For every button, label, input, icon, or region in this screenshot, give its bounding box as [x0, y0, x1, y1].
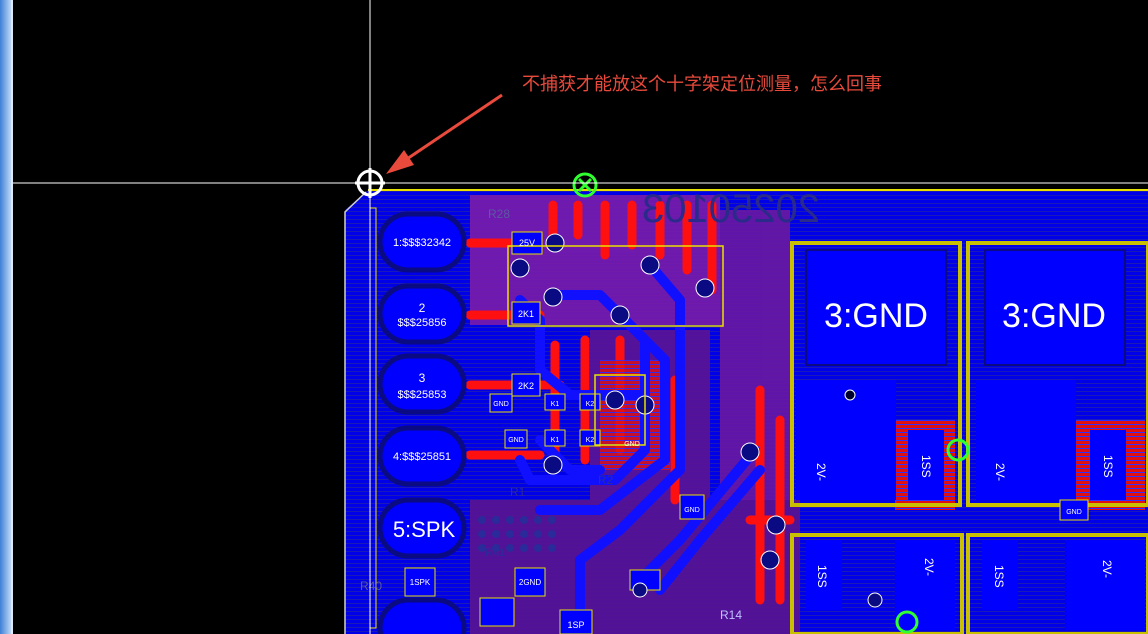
pad-small-label: 1SS [992, 565, 1006, 588]
via-grid [478, 516, 556, 552]
net-label: 25V [519, 238, 535, 248]
crosshair-cursor[interactable] [13, 0, 1148, 634]
window-left-border [0, 0, 11, 634]
designator: R14 [720, 608, 742, 622]
drc-markers [572, 172, 970, 634]
net-label: GND [684, 507, 700, 514]
annotation-text: 不捕获才能放这个十字架定位测量，怎么回事 [522, 74, 882, 95]
pad-label: 3:GND [824, 297, 928, 335]
connector-pin-label: 1:$$$32342 [393, 237, 451, 249]
connector-pin-label: $$$25856 [398, 317, 447, 329]
blue-traces [515, 260, 765, 615]
pad-label: 3:GND [1002, 297, 1106, 335]
pad-small-label: 2V- [922, 558, 936, 576]
pad-small-label: 2V- [814, 463, 828, 481]
designator: R28 [488, 207, 510, 221]
net-label: 2K2 [518, 381, 534, 391]
date-code: 20250103 [642, 187, 820, 231]
designator: R1 [510, 485, 526, 499]
net-label: 2GND [519, 578, 541, 587]
pad-small-label: 2V- [993, 463, 1007, 481]
connector-pads [369, 207, 467, 634]
designator: R40 [360, 579, 382, 593]
connector-pin-label: 5:SPK [393, 517, 456, 542]
silkscreen [507, 245, 724, 446]
designator: R41 [485, 547, 505, 559]
annotation-arrow [386, 93, 503, 174]
designator: R2 [598, 473, 614, 487]
net-label: GND [1066, 509, 1082, 516]
net-label: K1 [551, 401, 560, 408]
window-left-border-highlight [11, 0, 13, 634]
net-label: GND [493, 401, 509, 408]
connector-pin-label: 4:$$$25851 [393, 451, 451, 463]
connector-pin-label: 3 [419, 371, 426, 385]
connector-pin-label: $$$25853 [398, 389, 447, 401]
connector-pin-label: 2 [419, 301, 426, 315]
pad-small-label: 1SS [815, 565, 829, 588]
pad-small-label: 1SS [919, 455, 933, 478]
red-hatched-area [600, 360, 670, 470]
net-label: GND [508, 437, 524, 444]
pad-small-label: 2V- [1100, 560, 1114, 578]
net-label: 1SPK [410, 578, 431, 587]
net-label: GND [624, 441, 640, 448]
net-label: K2 [586, 437, 595, 444]
smd-pads [404, 231, 1089, 634]
net-label: K1 [551, 437, 560, 444]
power-pads [790, 241, 1148, 634]
net-label: 1SP [567, 620, 584, 630]
pad-small-label: 1SS [1101, 455, 1115, 478]
net-label: 2K1 [518, 309, 534, 319]
net-label: K2 [586, 401, 595, 408]
